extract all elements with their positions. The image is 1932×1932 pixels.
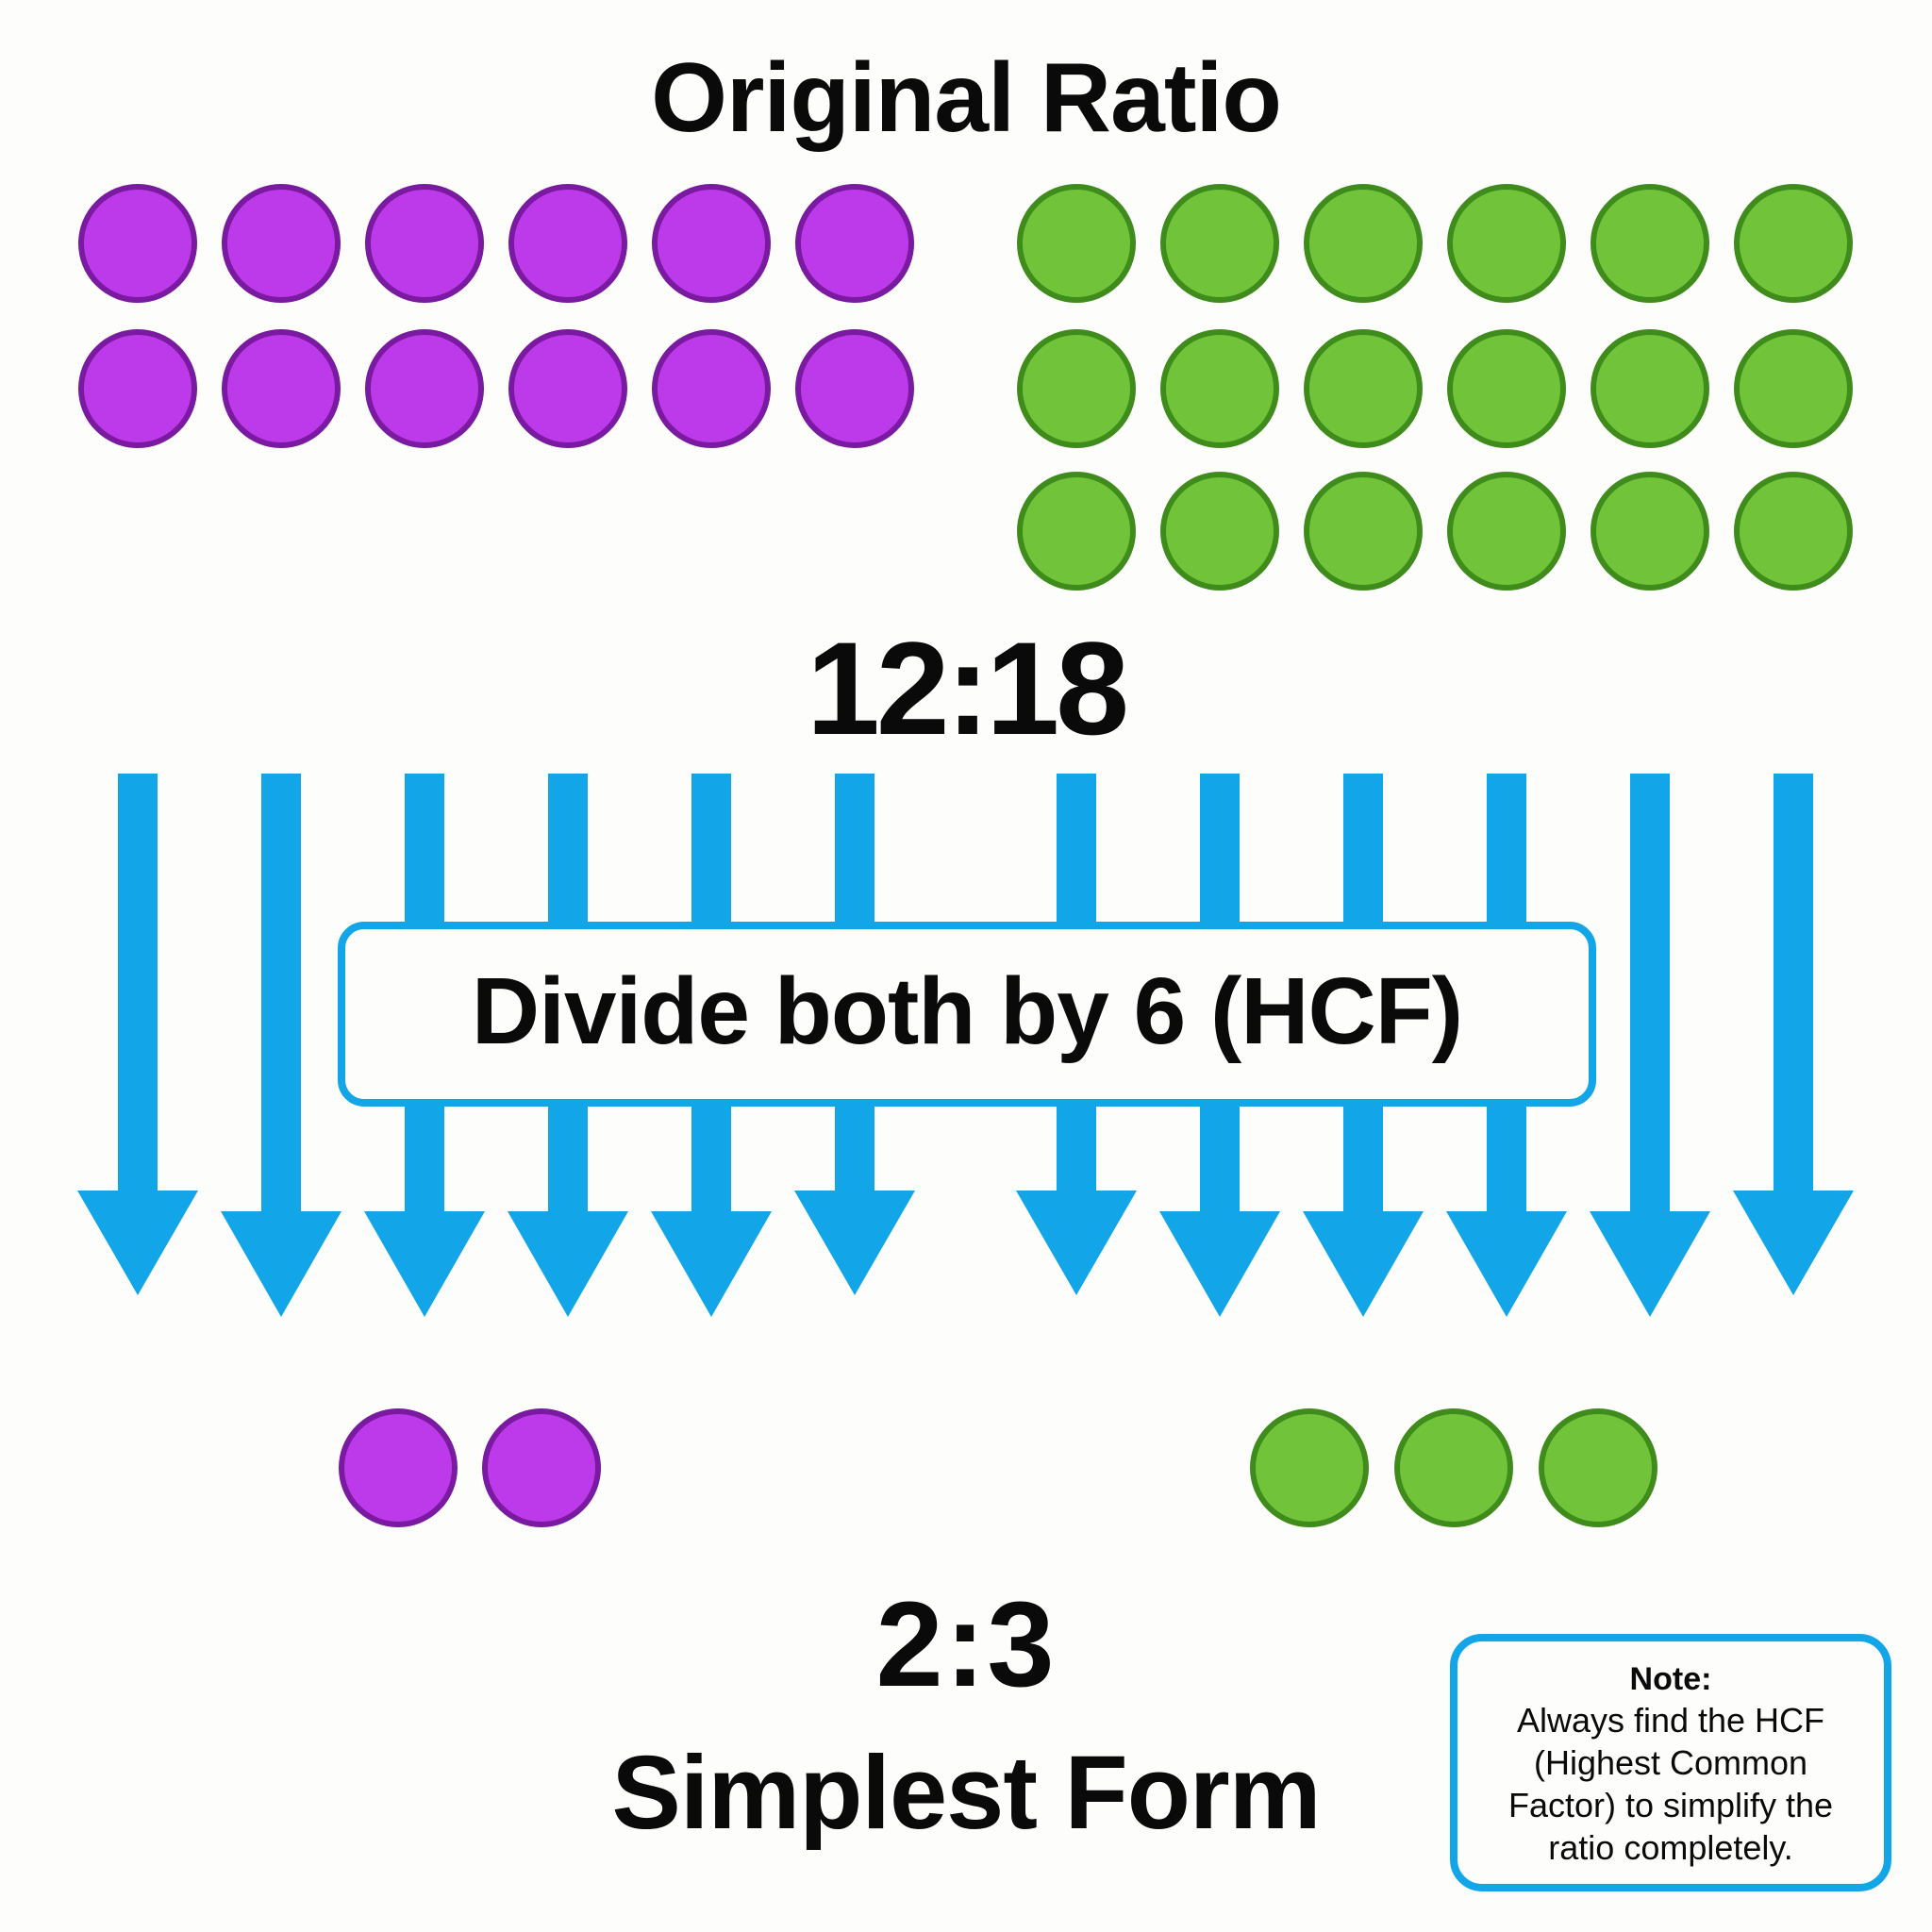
purple-counter <box>652 184 771 303</box>
purple-counter <box>222 329 341 448</box>
green-counter <box>1017 472 1136 591</box>
green-counter <box>1017 329 1136 448</box>
green-counter <box>1591 329 1709 448</box>
green-counter <box>1591 472 1709 591</box>
note-line: ratio completely. <box>1548 1827 1793 1867</box>
divide-instruction-box: Divide both by 6 (HCF) <box>338 922 1596 1107</box>
green-counter <box>1304 184 1423 303</box>
simplest-form-label: Simplest Form <box>611 1735 1321 1851</box>
purple-counter <box>508 184 627 303</box>
green-counter <box>1160 329 1279 448</box>
purple-counter <box>339 1408 458 1527</box>
green-counter <box>1250 1408 1369 1527</box>
purple-counter <box>482 1408 601 1527</box>
note-title: Note: <box>1629 1661 1712 1697</box>
note-line: Always find the HCF <box>1516 1700 1825 1740</box>
purple-counter <box>652 329 771 448</box>
divide-instruction-text: Divide both by 6 (HCF) <box>471 958 1463 1064</box>
green-counter <box>1734 472 1853 591</box>
green-counter <box>1539 1408 1657 1527</box>
down-arrow-icon <box>1590 774 1710 1317</box>
purple-counter <box>795 184 914 303</box>
down-arrow-icon <box>1733 774 1854 1295</box>
green-counter <box>1304 329 1423 448</box>
green-counter <box>1447 472 1566 591</box>
green-counter <box>1017 184 1136 303</box>
green-counter <box>1160 184 1279 303</box>
down-arrow-icon <box>221 774 341 1317</box>
green-counter <box>1591 184 1709 303</box>
green-counter <box>1447 329 1566 448</box>
note-line: (Highest Common <box>1533 1742 1808 1782</box>
green-counter <box>1394 1408 1513 1527</box>
original-ratio-title: Original Ratio <box>651 43 1282 153</box>
purple-counter <box>365 184 484 303</box>
green-counter <box>1160 472 1279 591</box>
note-body: Always find the HCF (Highest Common Fact… <box>1457 1699 1884 1869</box>
purple-counter <box>78 329 197 448</box>
green-counter <box>1734 329 1853 448</box>
green-counter <box>1734 184 1853 303</box>
purple-counter <box>78 184 197 303</box>
purple-counter <box>795 329 914 448</box>
green-counter <box>1304 472 1423 591</box>
note-box: Note: Always find the HCF (Highest Commo… <box>1450 1634 1891 1891</box>
green-counter <box>1447 184 1566 303</box>
note-line: Factor) to simplify the <box>1507 1785 1834 1824</box>
down-arrow-icon <box>77 774 198 1295</box>
purple-counter <box>508 329 627 448</box>
simplified-ratio-value: 2:3 <box>875 1577 1057 1712</box>
original-ratio-value: 12:18 <box>806 614 1129 762</box>
purple-counter <box>222 184 341 303</box>
purple-counter <box>365 329 484 448</box>
